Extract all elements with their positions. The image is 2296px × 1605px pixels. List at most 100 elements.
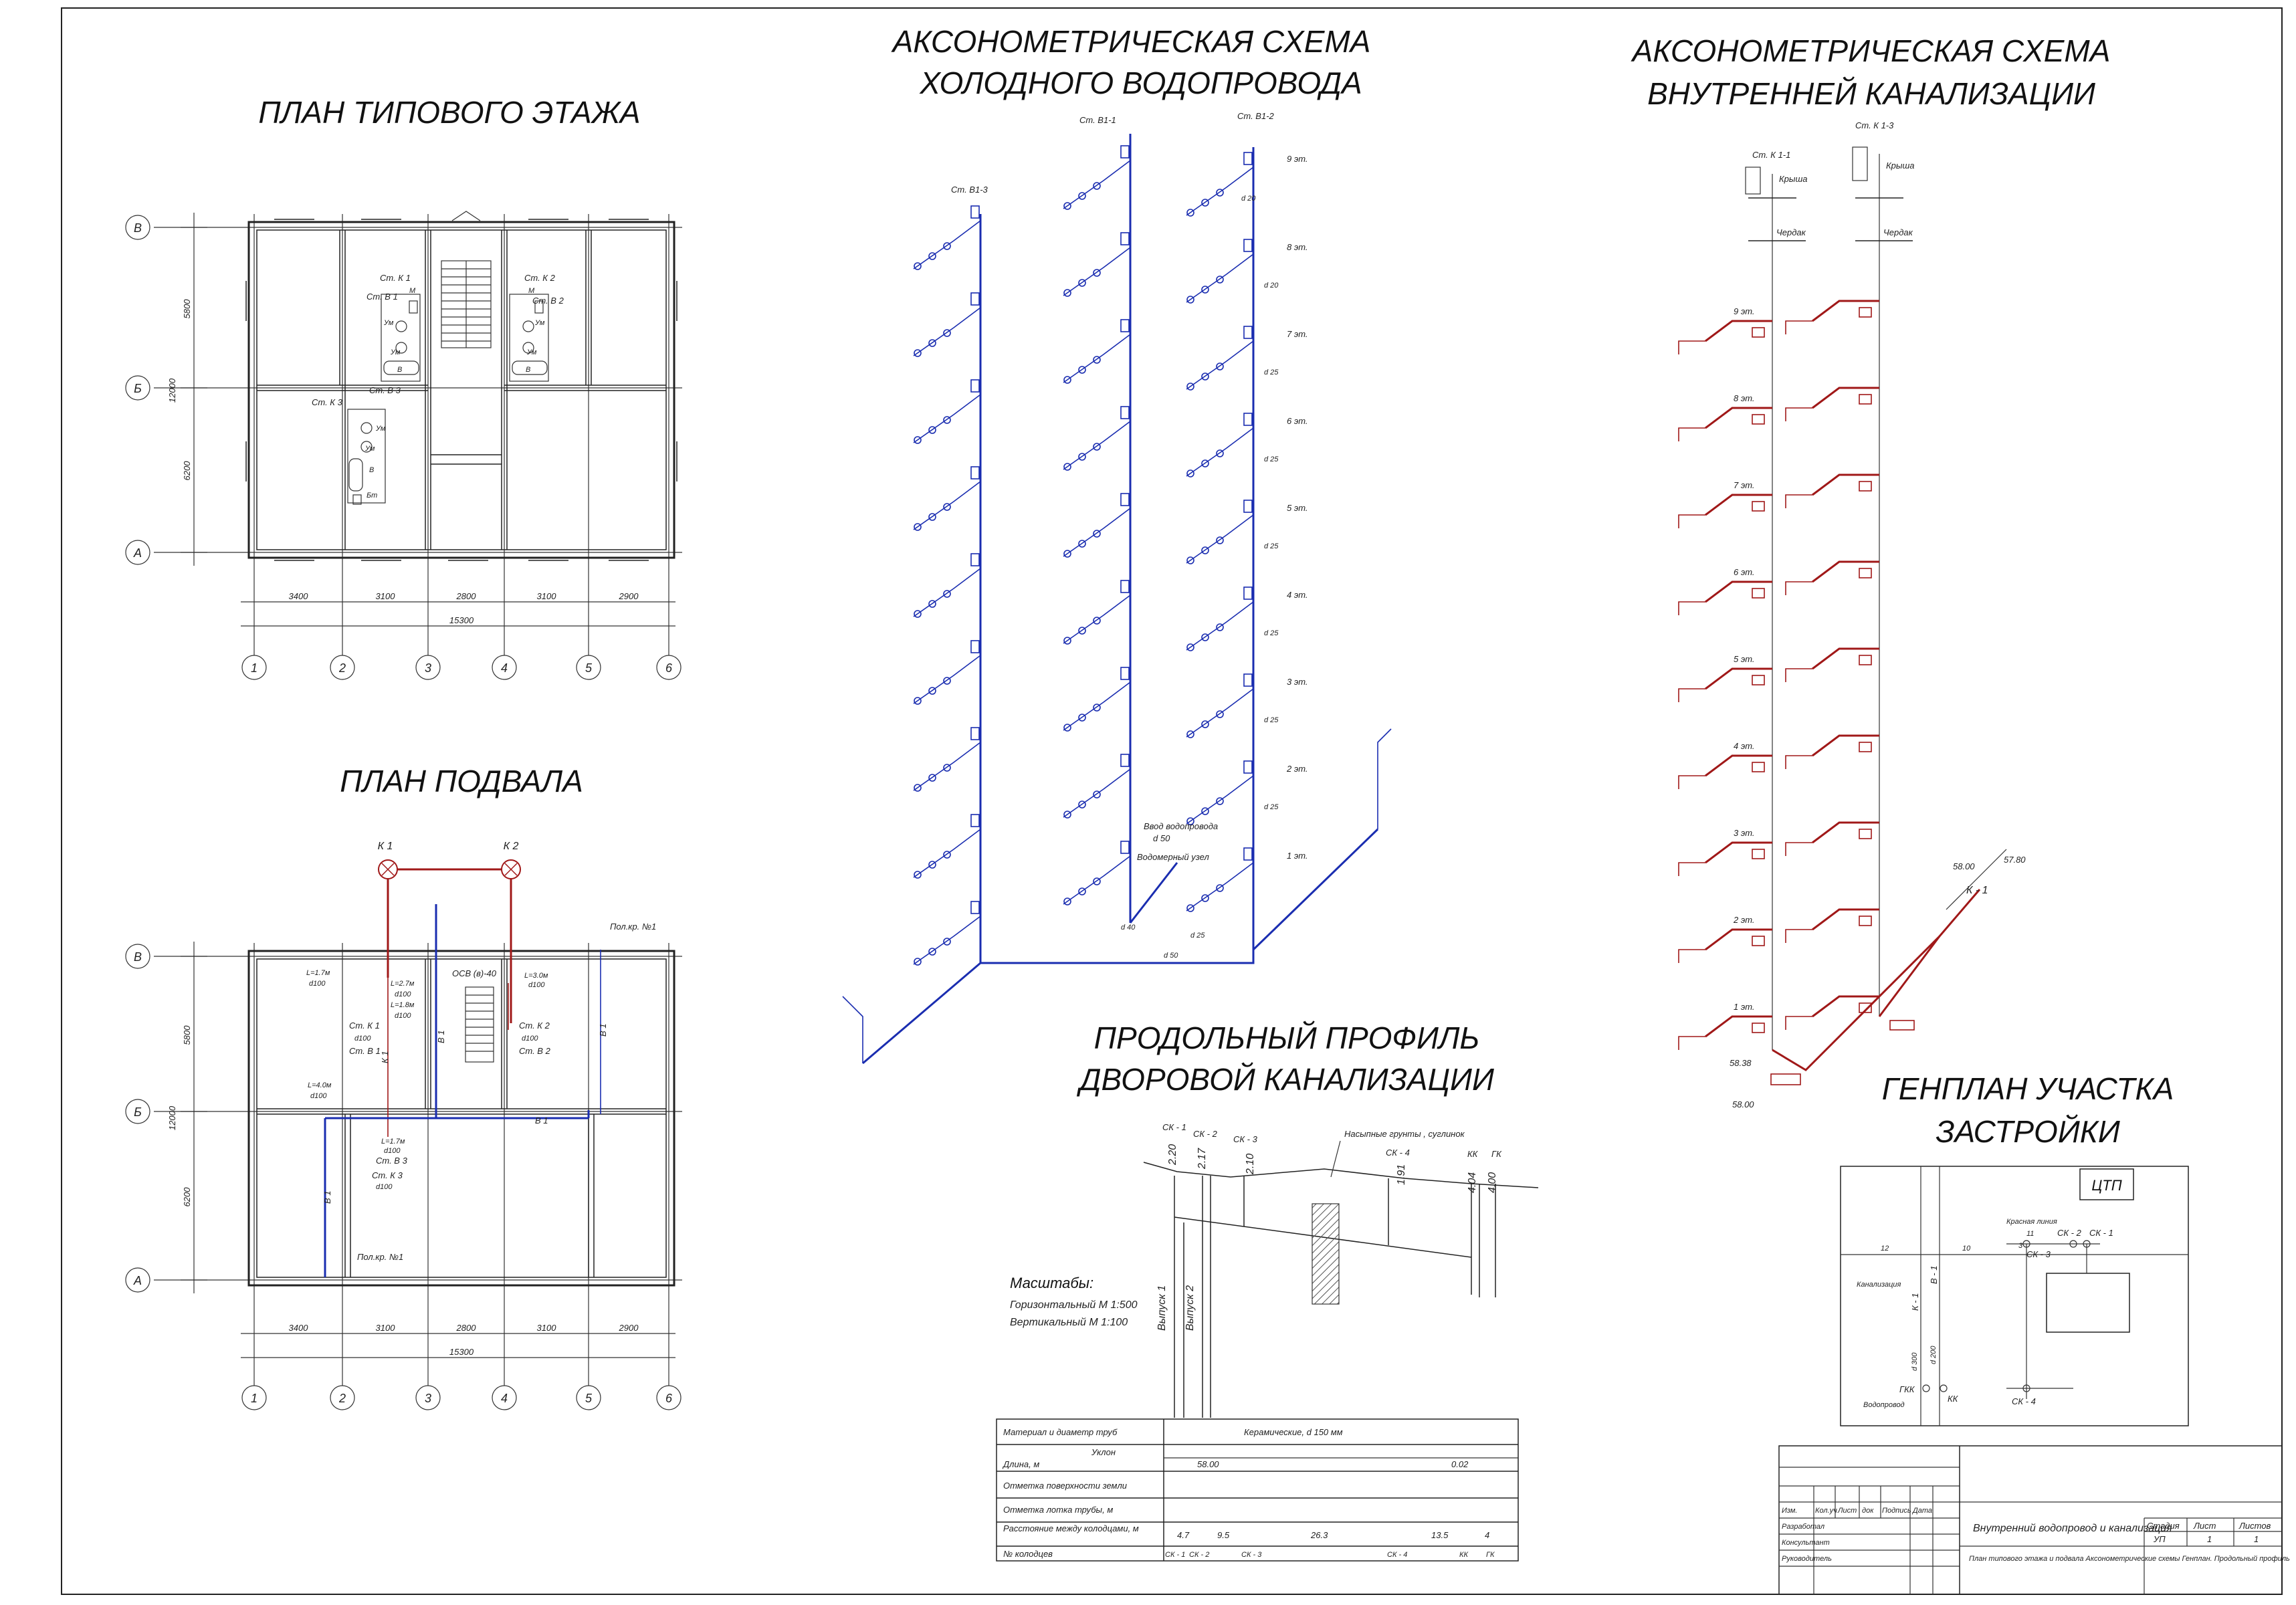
riser-label: Ст. К 1 [380,273,411,283]
water-fixture [1078,540,1086,548]
dim-label: 12000 [167,378,177,403]
floor-label: 6 эт. [1287,416,1308,426]
water-fixture [914,523,922,531]
table-slope: 0.02 [1451,1459,1469,1469]
floor-plan-stairs [441,211,492,348]
sewer-fixture [1859,655,1872,665]
water-meter [1120,841,1130,854]
water-branch [913,568,981,617]
pipe-label: Ст. В 1 [349,1046,381,1056]
dim-label: 3400 [289,591,309,601]
water-fixture [928,948,936,956]
water-riser-label: Ст. В1-2 [1237,111,1275,121]
water-branch [913,655,981,704]
floor-label: 3 эт. [1734,828,1755,838]
pipe-label: Ст. К 1 [349,1021,380,1031]
sewer-branch [1785,842,1812,856]
water-branch [913,742,981,791]
pipe-label: ОСВ (в)-40 [452,968,497,978]
pipe-label: В 1 [436,1030,446,1043]
sewer-branch [1785,1016,1812,1030]
axis-bubble-label: 1 [251,661,257,675]
pipe-label: L=2.7м [391,980,415,988]
sewer-branch [1678,688,1705,702]
fixture-label: Ум [375,425,386,433]
sewer-branch [1812,647,1879,670]
longitudinal-profile: СК - 1 СК - 2 СК - 3 СК - 4 КК ГК 2.20 2… [996,1122,1539,1562]
axis-bubble-label: 2 [338,1392,346,1405]
sewer-fixture [1859,916,1872,926]
water-meter [970,640,980,653]
water-fixture [1093,530,1101,538]
table-well: СК - 1 [1165,1551,1185,1559]
depth-label: 2.10 [1245,1154,1256,1175]
genplan-label: К - 1 [1910,1293,1920,1311]
fixture-label: Ум [526,348,537,356]
riser-label: Ст. К 2 [524,273,556,283]
table-distance: 13.5 [1431,1530,1449,1540]
water-fixture [1201,372,1209,381]
sewer-label: 58.38 [1730,1058,1752,1068]
floor-plan-outer-wall [247,221,675,559]
genplan-label: СК - 2 [2057,1228,2082,1238]
pipe-label: d 40 [1121,924,1136,932]
sewer-axonometric: Ст. К 1-1 Ст. К 1-3 Крыша Крыша Чердак Ч… [1678,120,2026,1109]
water-meter [1243,500,1253,513]
stamp-val: УП [2153,1534,2166,1544]
water-fixture [1078,627,1086,635]
water-riser-label: Ст. В1-3 [951,185,988,195]
pipe-label: К 1 [380,1051,390,1063]
water-fixture [1093,182,1101,190]
floor-label: 4 эт. [1287,590,1308,600]
sewer-branch [1705,667,1772,690]
floor-label: 8 эт. [1287,242,1308,252]
water-fixture [928,774,936,782]
water-branch [1186,688,1254,738]
axis-bubble-label: 4 [501,661,508,675]
stamp-contents: План типового этажа и подвала Аксонометр… [1969,1555,2290,1563]
ctp-box [2079,1168,2134,1200]
water-fixture [943,851,951,859]
stamp-header: Кол.уч [1815,1507,1837,1515]
table-length: 58.00 [1197,1459,1219,1469]
water-branch [1186,340,1254,390]
floor-label: 9 эт. [1734,306,1755,316]
fixture-label: Ум [534,319,545,327]
water-branch [913,220,981,270]
water-fixture [1216,189,1224,197]
sewer-branch [1812,560,1879,583]
water-fixture [943,764,951,772]
depth-label: 1.91 [1396,1164,1407,1185]
sewer-fixture [1752,936,1765,946]
sewer-floor-branches [1678,300,1879,1050]
riser-label: Ст. В 2 [532,296,564,306]
pipe-label: d 25 [1264,455,1279,463]
axis-bubble-label: А [133,1274,142,1287]
title-genplan-1: ГЕНПЛАН УЧАСТКА [1882,1071,2174,1106]
water-fixture [1186,904,1194,912]
title-sewer-axon-1: АКСОНОМЕТРИЧЕСКАЯ СХЕМА [1631,33,2111,68]
table-row-label: № колодцев [1003,1549,1053,1559]
pipe-label: d 25 [1264,629,1279,637]
pipe-label: L=3.0м [524,972,548,980]
axis-bubble-label: 6 [665,661,673,675]
water-fixture [1216,797,1224,805]
floor-plan-axis-lines [154,213,682,655]
pipe-label: В 1 [598,1023,608,1037]
floor-label: 2 эт. [1733,915,1755,925]
axis-bubble-label: Б [134,382,142,395]
water-branch [1063,508,1131,557]
water-fixture [928,339,936,347]
water-fixture [1216,449,1224,457]
water-branch [1063,595,1131,644]
basement-plan: К 1 К 2 L=1.7м d100 L=2.7м d100 L=1.8м d… [125,841,682,1410]
pipe-label: Ст. В 3 [376,1156,408,1166]
water-fixture [1078,714,1086,722]
sewer-label: К - 1 [1966,885,1988,896]
water-fixture [928,252,936,260]
basement-axis-bubbles: В Б А 1 2 3 4 5 6 [125,944,682,1410]
sewer-branch [1705,754,1772,777]
floor-label: 4 эт. [1734,741,1755,751]
table-row-label: Материал и диаметр труб [1003,1427,1118,1437]
water-branch [1186,514,1254,564]
